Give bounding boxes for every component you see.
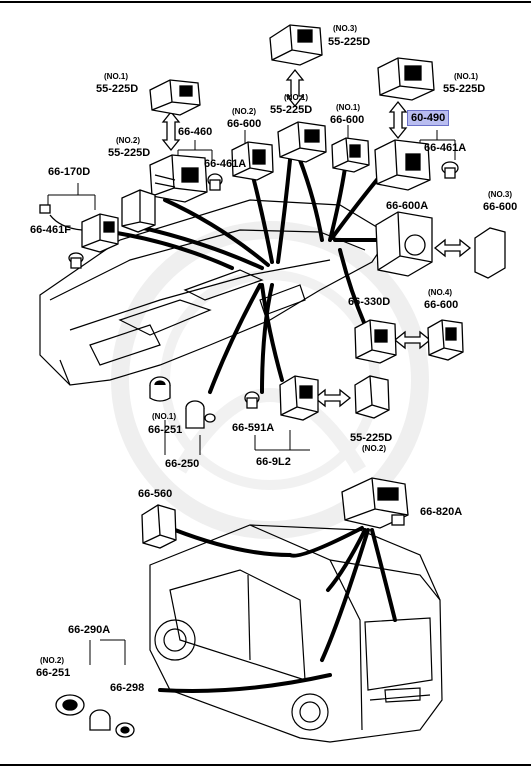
label-55-225d-no2: 55-225D bbox=[108, 147, 151, 159]
label-55-225d-b: 55-225D bbox=[270, 104, 313, 116]
part-switch-55225d-no1-mid bbox=[277, 121, 327, 163]
part-cap-66298 bbox=[115, 722, 135, 738]
label-66-461a-left: 66-461A bbox=[204, 158, 247, 170]
part-switch-55225d-no2 bbox=[121, 189, 156, 233]
label-66-600-d: 66-600 bbox=[330, 114, 365, 126]
part-bulb-66591a bbox=[244, 391, 260, 409]
part-bulb-66461f bbox=[68, 252, 84, 269]
label-55-225d-top: 55-225D bbox=[328, 36, 371, 48]
part-socket-66290a bbox=[89, 709, 111, 731]
part-switch-60490 bbox=[374, 139, 431, 191]
part-clock-66600a bbox=[375, 211, 433, 277]
part-switch-66560 bbox=[141, 504, 177, 549]
label-66-290a: 66-290A bbox=[68, 624, 111, 636]
label-66-560: 66-560 bbox=[138, 488, 173, 500]
label-no2-a: (NO.2) bbox=[232, 107, 256, 116]
exchange-arrows bbox=[161, 68, 472, 408]
dashboard-outline bbox=[39, 199, 391, 386]
label-no3-top: (NO.3) bbox=[333, 24, 357, 33]
label-66-170d: 66-170D bbox=[48, 166, 91, 178]
label-66-251-b: 66-251 bbox=[36, 667, 71, 679]
label-66-820a: 66-820A bbox=[420, 506, 463, 518]
part-switch-66600-no4 bbox=[427, 319, 464, 361]
label-no3-b: (NO.3) bbox=[488, 190, 512, 199]
label-60-490-highlighted: 60-490 bbox=[407, 110, 450, 126]
part-switch-66330d bbox=[354, 319, 397, 364]
label-66-250: 66-250 bbox=[165, 458, 200, 470]
van-outline bbox=[149, 524, 443, 743]
label-no1-e: (NO.1) bbox=[152, 412, 176, 421]
part-switch-66170d bbox=[39, 204, 119, 253]
label-no1-a: (NO.1) bbox=[104, 72, 128, 81]
label-66-461a-right: 66-461A bbox=[424, 142, 467, 154]
label-66-298: 66-298 bbox=[110, 682, 145, 694]
label-66-600-no4: 66-600 bbox=[424, 299, 459, 311]
part-switch-55225d-no2-bottom bbox=[354, 375, 390, 419]
part-switch-55225d-no1-right bbox=[377, 57, 435, 101]
part-lighter-66250 bbox=[185, 400, 216, 429]
label-66-591a: 66-591A bbox=[232, 422, 275, 434]
part-switch-66600-no2 bbox=[231, 141, 274, 181]
label-55-225d-bottom: 55-225D bbox=[350, 432, 393, 444]
part-switch-669l2 bbox=[279, 375, 319, 421]
label-no2-b: (NO.2) bbox=[116, 136, 140, 145]
part-switch-55225d-no1-left bbox=[149, 79, 201, 116]
label-no1-c: (NO.1) bbox=[454, 72, 478, 81]
label-66-600-a: 66-600 bbox=[227, 118, 262, 130]
part-socket-66251-no2 bbox=[55, 694, 85, 716]
label-66-600-no3: 66-600 bbox=[483, 201, 518, 213]
label-55-225d-c: 55-225D bbox=[443, 83, 486, 95]
label-no1-d: (NO.1) bbox=[336, 103, 360, 112]
part-switch-66600-no1 bbox=[331, 137, 370, 173]
part-switch-55225d-no3-top bbox=[269, 24, 323, 66]
label-no2-bottom: (NO.2) bbox=[362, 444, 386, 453]
label-no4: (NO.4) bbox=[428, 288, 452, 297]
label-66-460: 66-460 bbox=[178, 126, 213, 138]
part-switch-66460 bbox=[149, 154, 208, 203]
label-55-225d-a: 55-225D bbox=[96, 83, 139, 95]
part-socket-66251 bbox=[149, 376, 171, 402]
label-no1-b: (NO.1) bbox=[284, 93, 308, 102]
part-bulb-66461a-left bbox=[207, 173, 223, 191]
label-66-251: 66-251 bbox=[148, 424, 183, 436]
part-cover-66600-no3 bbox=[474, 227, 506, 279]
label-66-600a: 66-600A bbox=[386, 200, 429, 212]
bracket-lines bbox=[47, 125, 456, 665]
label-no2-c: (NO.2) bbox=[40, 656, 64, 665]
label-66-461f: 66-461F bbox=[30, 224, 71, 236]
label-66-330d: 66-330D bbox=[348, 296, 391, 308]
label-66-9l2: 66-9L2 bbox=[256, 456, 291, 468]
part-switch-66820a bbox=[341, 477, 409, 529]
part-bulb-66461a-right bbox=[441, 161, 459, 179]
